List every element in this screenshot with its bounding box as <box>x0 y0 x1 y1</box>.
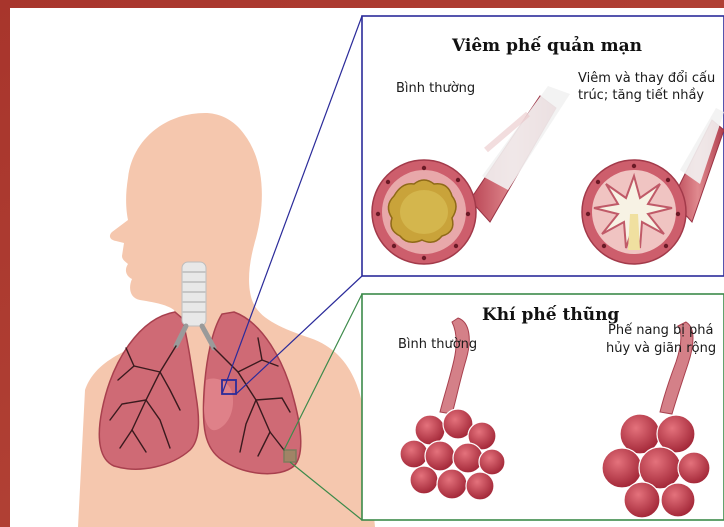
bronchitis-normal-label: Bình thường <box>396 80 475 97</box>
emphysema-title: Khí phế thũng <box>482 305 619 325</box>
bronchitis-inflamed-label-line1: Viêm và thay đổi cấu <box>578 70 715 87</box>
emphysema-normal-label: Bình thường <box>398 336 477 353</box>
emphysema-damaged-label-line1: Phế nang bị phá <box>608 322 714 339</box>
chronic-bronchitis-title: Viêm phế quản mạn <box>452 36 642 56</box>
zoom-marker-alveoli <box>284 450 296 462</box>
bronchitis-inflamed-label-line2: trúc; tăng tiết nhầy <box>578 87 704 104</box>
emphysema-damaged-label-line2: hủy và giãn rộng <box>606 340 716 357</box>
